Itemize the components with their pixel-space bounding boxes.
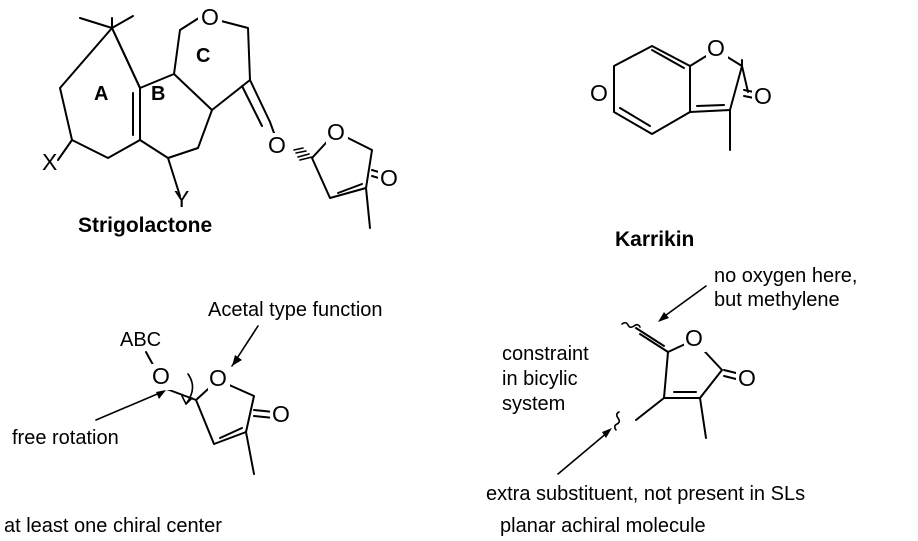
ring-label-a: A (94, 83, 108, 105)
sl-fragment-ether-oxygen: O (152, 363, 170, 389)
free-rotation-annotation: free rotation (12, 427, 119, 449)
constraint-annotation-line3: system (502, 393, 565, 415)
karrikin-title: Karrikin (615, 228, 694, 251)
constraint-annotation-line1: constraint (502, 343, 589, 365)
acetal-annotation: Acetal type function (208, 299, 383, 321)
kar-fragment-lactone-oxygen: O (685, 325, 703, 351)
kar-carbonyl-oxygen: O (754, 83, 772, 109)
sl-substituent-y: Y (174, 186, 189, 212)
strigolactone-structure: O O O O X Y A B C Strigolactone (42, 4, 402, 237)
ring-label-b: B (151, 83, 165, 105)
kar-lactone-oxygen: O (707, 35, 725, 61)
sl-fragment-carbonyl-oxygen: O (272, 401, 290, 427)
constraint-annotation-line2: in bicylic (502, 368, 578, 390)
sl-ring-c-oxygen: O (201, 4, 219, 30)
karrikin-structure: O O O Karrikin (588, 35, 776, 251)
sl-substituent-x: X (42, 149, 57, 175)
kar-pyran-oxygen: O (590, 80, 608, 106)
sl-carbonyl-oxygen: O (380, 165, 398, 191)
kar-fragment-structure: O O no oxygen here, but methylene constr… (486, 265, 857, 537)
sl-substituent-abc: ABC (120, 329, 161, 351)
methylene-annotation-line1: no oxygen here, (714, 265, 857, 287)
planarity-annotation: planar achiral molecule (500, 515, 706, 537)
kar-fragment-carbonyl-oxygen: O (738, 365, 756, 391)
chirality-annotation: at least one chiral center (4, 515, 222, 537)
sl-lactone-oxygen: O (327, 119, 345, 145)
substituent-annotation: extra substituent, not present in SLs (486, 483, 805, 505)
strigolactone-title: Strigolactone (78, 214, 212, 237)
methylene-annotation-line2: but methylene (714, 289, 840, 311)
sl-fragment-lactone-oxygen: O (209, 365, 227, 391)
sl-fragment-structure: ABC O O O Acetal type function free rota… (4, 299, 383, 537)
sl-ether-oxygen: O (268, 132, 286, 158)
ring-label-c: C (196, 45, 210, 67)
